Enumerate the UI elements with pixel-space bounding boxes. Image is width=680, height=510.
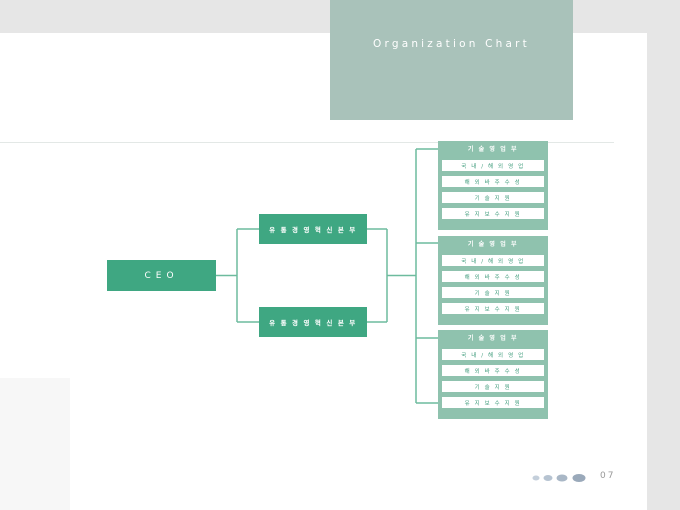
team-3-item-2: 해 외 바 주 수 성 bbox=[442, 365, 544, 376]
team-header-2: 기 술 영 업 부 bbox=[438, 236, 548, 251]
team-1-item-3: 기 술 지 원 bbox=[442, 192, 544, 203]
team-header-3: 기 술 영 업 부 bbox=[438, 330, 548, 345]
team-header-1: 기 술 영 업 부 bbox=[438, 141, 548, 156]
team-box-1: 국 내 / 해 외 영 업 해 외 바 주 수 성 기 술 지 원 유 지 보 … bbox=[438, 156, 548, 230]
ceo-node: CEO bbox=[107, 260, 216, 291]
team-1-item-2: 해 외 바 주 수 성 bbox=[442, 176, 544, 187]
team-box-3: 국 내 / 해 외 영 업 해 외 바 주 수 성 기 술 지 원 유 지 보 … bbox=[438, 345, 548, 419]
indicator-dot-1 bbox=[532, 475, 540, 481]
indicator-dot-3 bbox=[556, 474, 568, 482]
team-1-item-1: 국 내 / 해 외 영 업 bbox=[442, 160, 544, 171]
team-2-item-3: 기 술 지 원 bbox=[442, 287, 544, 298]
indicator-dot-2 bbox=[543, 475, 553, 481]
team-1-item-4: 유 지 보 수 지 원 bbox=[442, 208, 544, 219]
right-margin-strip bbox=[647, 33, 680, 510]
team-2-item-2: 해 외 바 주 수 성 bbox=[442, 271, 544, 282]
team-3-item-1: 국 내 / 해 외 영 업 bbox=[442, 349, 544, 360]
page-indicator-dots bbox=[532, 474, 586, 482]
page-number: 07 bbox=[600, 471, 616, 481]
division-node-1: 유 통 경 영 혁 신 본 부 bbox=[259, 214, 367, 244]
division-node-2: 유 통 경 영 혁 신 본 부 bbox=[259, 307, 367, 337]
header-divider bbox=[0, 142, 614, 143]
team-2-item-4: 유 지 보 수 지 원 bbox=[442, 303, 544, 314]
header-block bbox=[330, 0, 573, 120]
team-3-item-3: 기 술 지 원 bbox=[442, 381, 544, 392]
team-2-item-1: 국 내 / 해 외 영 업 bbox=[442, 255, 544, 266]
page-title: Organization Chart bbox=[373, 38, 530, 50]
corner-panel bbox=[0, 378, 70, 510]
team-3-item-4: 유 지 보 수 지 원 bbox=[442, 397, 544, 408]
team-box-2: 국 내 / 해 외 영 업 해 외 바 주 수 성 기 술 지 원 유 지 보 … bbox=[438, 251, 548, 325]
indicator-dot-4 bbox=[572, 474, 586, 482]
